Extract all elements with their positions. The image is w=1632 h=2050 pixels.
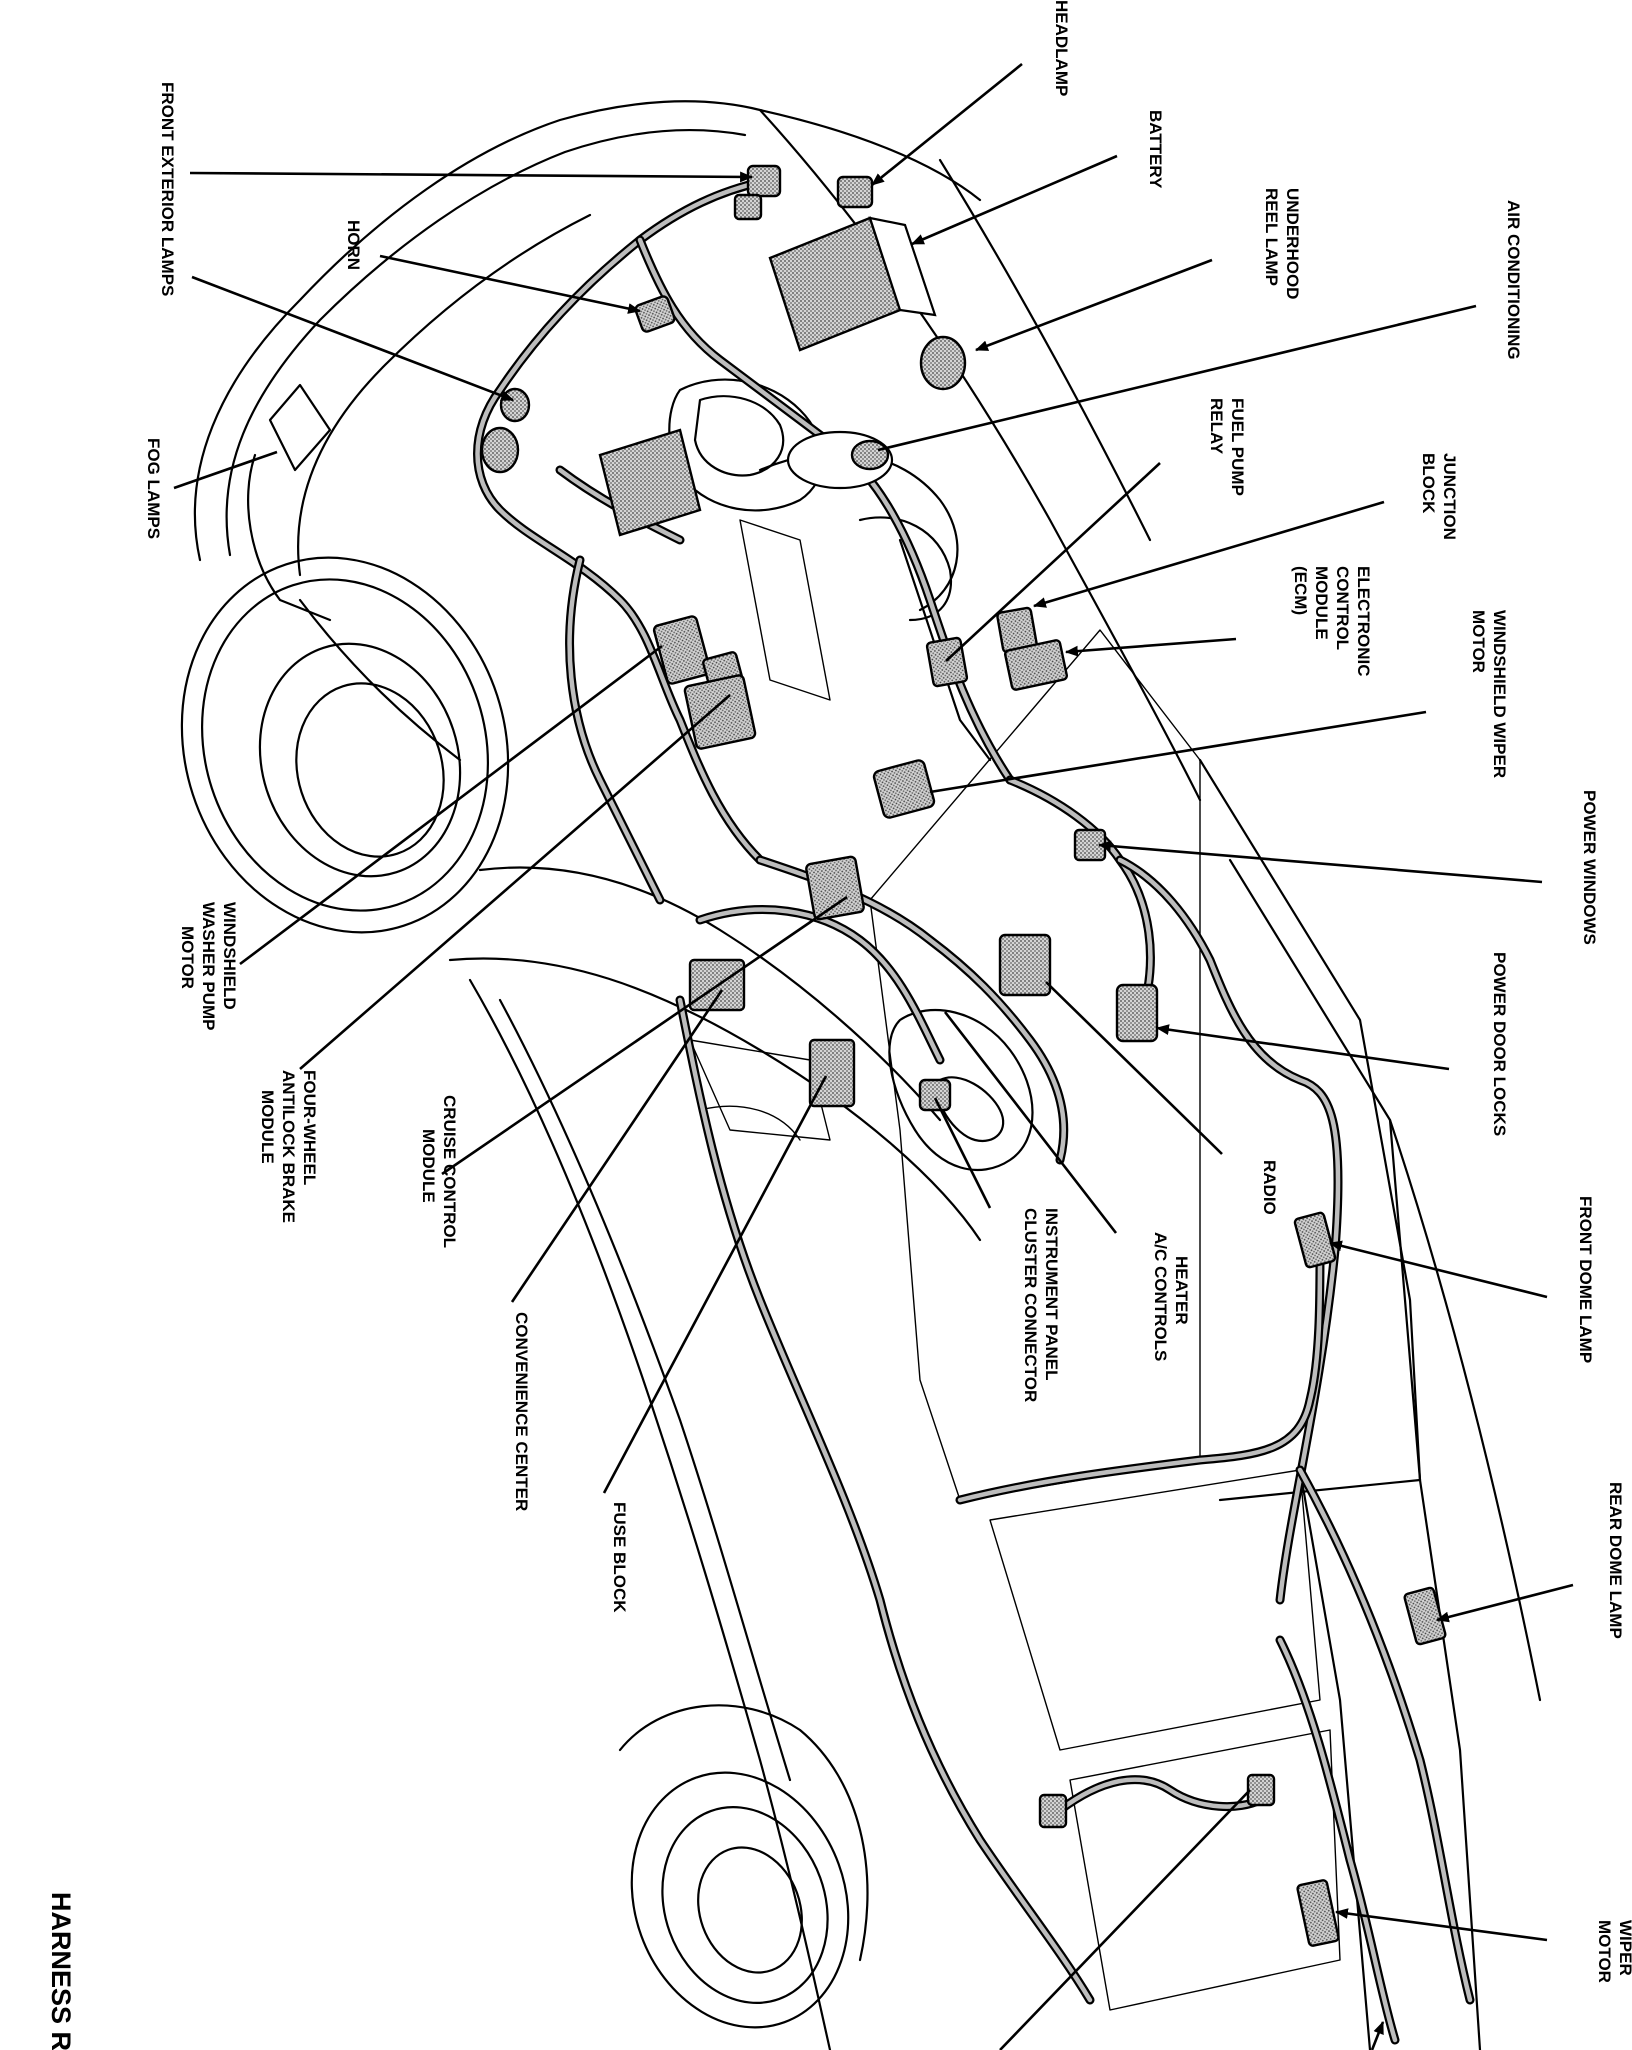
power-door-locks-component [1115, 983, 1159, 1043]
underhood-reel-lamp-component [919, 335, 967, 391]
label-underhood-reel-lamp-line1: UNDERHOOD [1283, 188, 1302, 299]
label-air-conditioning: AIR CONDITIONING [1504, 200, 1523, 360]
instrument-panel-connector-component [918, 1078, 952, 1112]
rear-dome-lamp-component [1403, 1586, 1447, 1646]
label-fuse-block: FUSE BLOCK [610, 1502, 629, 1613]
label-junction-block-line1: JUNCTION [1440, 453, 1459, 540]
label-antilock-line2: ANTILOCK BRAKE [279, 1070, 298, 1223]
label-radio: RADIO [1260, 1160, 1279, 1215]
label-wiper-motor-line2: MOTOR [1595, 1920, 1614, 1983]
vehicle-outline [180, 100, 1542, 2050]
wiper-motor-component [1296, 1879, 1340, 1947]
label-antilock-line1: FOUR-WHEEL [300, 1070, 319, 1185]
cruise-control-module-component [805, 855, 865, 921]
label-headlamp: HEADLAMP [1052, 0, 1071, 96]
rear-wheel [618, 1704, 869, 2029]
label-ecm-line1: ELECTRONIC [1354, 566, 1373, 677]
label-cruise-control-line1: CRUISE CONTROL [440, 1095, 459, 1248]
horn-component [634, 295, 676, 333]
label-front-dome-lamp: FRONT DOME LAMP [1576, 1196, 1595, 1363]
leader-lines [173, 62, 1574, 2050]
wiring-harness [473, 175, 1475, 2045]
front-exterior-lamps-connector [733, 164, 782, 221]
label-washer-pump-line3: MOTOR [178, 926, 197, 989]
label-ecm-line4: (ECM) [1291, 566, 1310, 615]
windshield-wiper-motor-component [872, 759, 936, 819]
antilock-brake-module-component [683, 674, 757, 750]
label-ecm-line2: CONTROL [1333, 566, 1352, 650]
diagram-title: HARNESS R [46, 1892, 76, 2050]
label-power-door-locks: POWER DOOR LOCKS [1490, 952, 1509, 1136]
label-wiper-motor-line1: WIPER [1616, 1920, 1632, 1976]
label-ecm-line3: MODULE [1312, 566, 1331, 640]
air-conditioning-component [786, 430, 894, 490]
label-front-exterior-lamps: FRONT EXTERIOR LAMPS [158, 82, 177, 296]
battery-component [768, 216, 937, 352]
label-heater-line1: HEATER [1172, 1256, 1191, 1325]
labels: HEADLAMP FRONT EXTERIOR LAMPS BATTERY UN… [46, 0, 1632, 2050]
ecm-component [1003, 639, 1069, 691]
label-instrument-panel-line2: CLUSTER CONNECTOR [1021, 1208, 1040, 1402]
label-power-windows: POWER WINDOWS [1580, 790, 1599, 945]
label-washer-pump-line2: WASHER PUMP [199, 902, 218, 1030]
label-heater-line2: A/C CONTROLS [1151, 1232, 1170, 1361]
label-washer-pump-line1: WINDSHIELD [220, 902, 239, 1010]
label-horn: HORN [344, 220, 363, 270]
label-convenience-center: CONVENIENCE CENTER [512, 1312, 531, 1511]
fuse-block-component [808, 1038, 856, 1108]
components [480, 164, 1447, 1947]
fuse-box-front [598, 428, 702, 537]
radio-component [998, 933, 1052, 997]
label-junction-block-line2: BLOCK [1419, 453, 1438, 514]
front-wheel [180, 556, 510, 934]
label-antilock-line3: MODULE [258, 1090, 277, 1164]
label-cruise-control-line2: MODULE [419, 1129, 438, 1203]
label-windshield-wiper-motor-line1: WINDSHIELD WIPER [1490, 610, 1509, 778]
label-underhood-reel-lamp-line2: REEL LAMP [1262, 188, 1281, 286]
headlamp-connector [836, 175, 874, 209]
label-windshield-wiper-motor-line2: MOTOR [1469, 610, 1488, 673]
label-fog-lamps: FOG LAMPS [144, 438, 163, 539]
label-battery: BATTERY [1146, 110, 1165, 189]
label-rear-dome-lamp: REAR DOME LAMP [1606, 1482, 1625, 1639]
front-dome-lamp-component [1293, 1211, 1337, 1269]
label-fuel-pump-relay-line2: RELAY [1207, 398, 1226, 455]
label-fuel-pump-relay-line1: FUEL PUMP [1228, 398, 1247, 496]
label-instrument-panel-line1: INSTRUMENT PANEL [1042, 1208, 1061, 1381]
rear-harness-connectors [1038, 1773, 1276, 1829]
fuel-pump-relay-component [925, 636, 969, 688]
